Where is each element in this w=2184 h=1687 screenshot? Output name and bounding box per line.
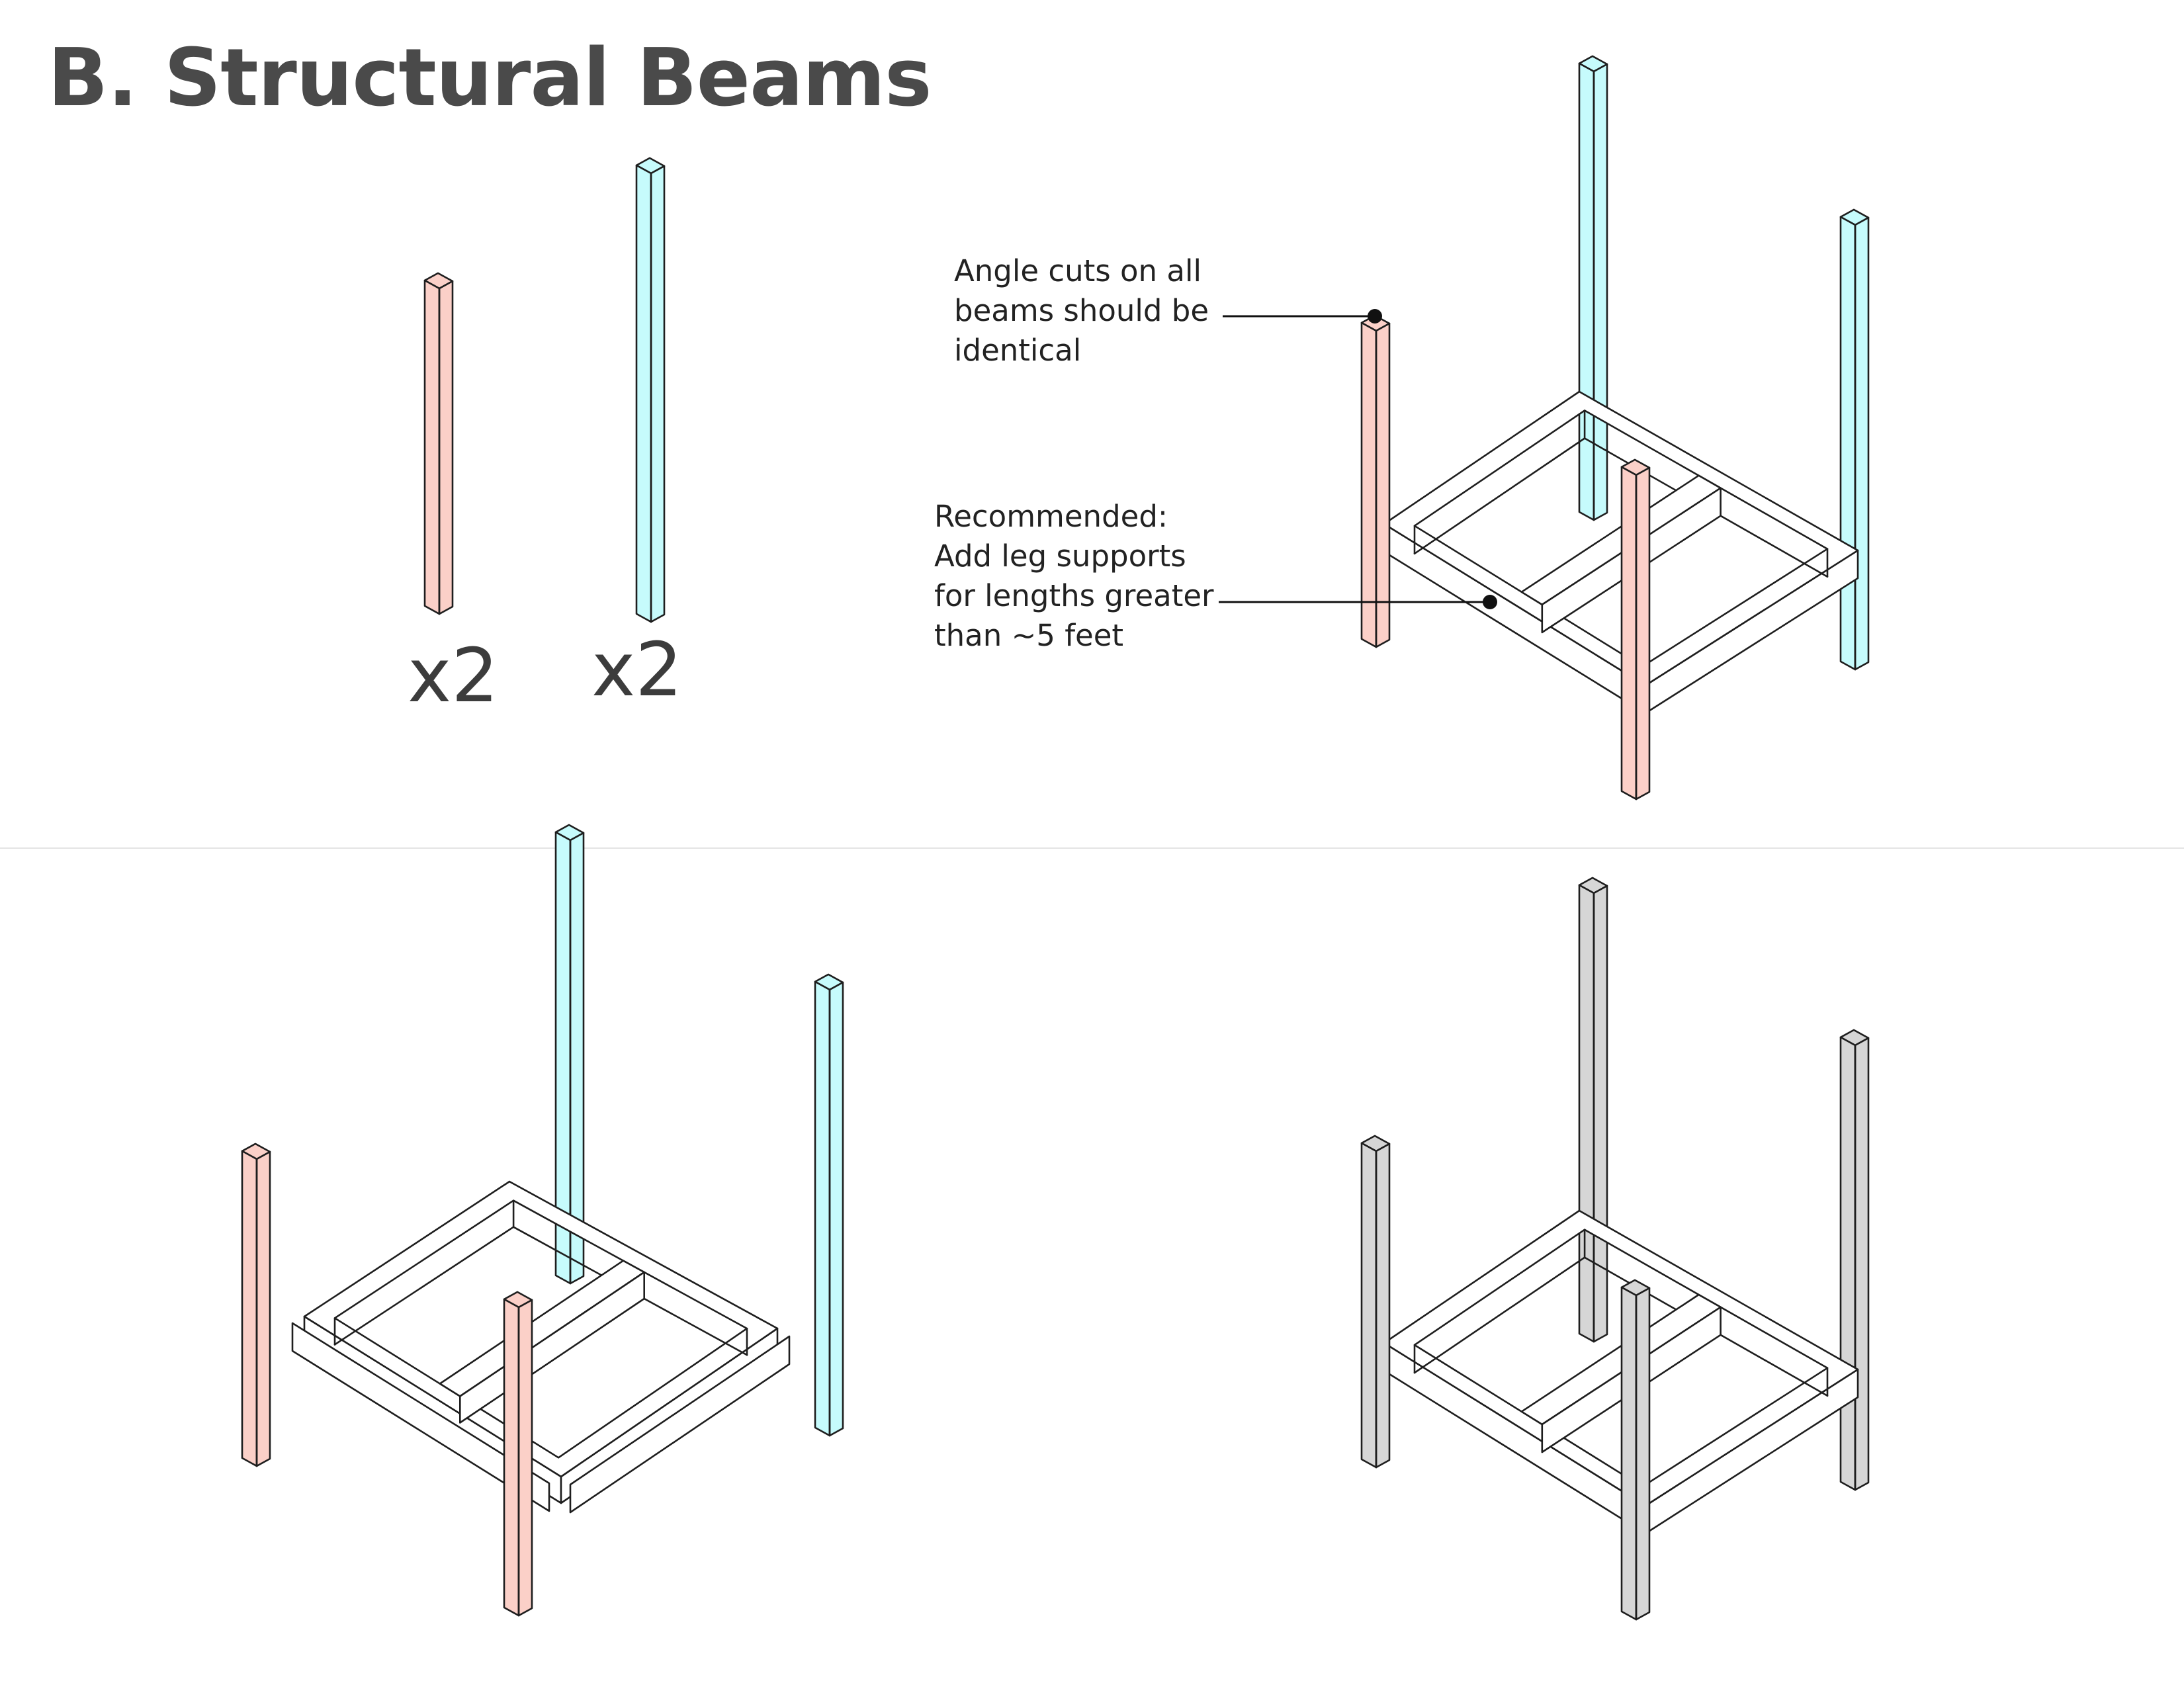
final-beam-back-right: [1839, 1029, 1870, 1491]
final-beam-front: [1620, 1279, 1651, 1621]
short-beam-exploded-left: [241, 1143, 271, 1467]
page-title: B. Structural Beams: [48, 32, 932, 124]
angle-cuts-note-line-1: Angle cuts on all: [954, 253, 1201, 288]
angle-cuts-leader: [1223, 309, 1382, 324]
leg-supports-note-line-1: Recommended:: [934, 499, 1168, 534]
short-beam-quantity: x2: [408, 633, 499, 719]
long-beam-back-left: [1578, 55, 1608, 521]
long-beam-back-right: [1839, 208, 1870, 671]
short-beam-left: [1360, 314, 1391, 648]
angle-cuts-note-line-2: beams should be: [954, 293, 1209, 328]
short-beam: [423, 272, 454, 615]
leg-supports-note-line-2: Add leg supports: [934, 539, 1186, 574]
angle-cuts-note: Angle cuts on all beams should be identi…: [954, 251, 1209, 370]
angle-cuts-note-line-3: identical: [954, 333, 1082, 368]
leg-supports-note-line-3: for lengths greater: [934, 578, 1214, 613]
long-beam: [635, 157, 666, 623]
leg-supports-leader: [1219, 595, 1497, 609]
short-beam-exploded-front: [503, 1291, 533, 1617]
leg-supports-note-line-4: than ~5 feet: [934, 618, 1124, 653]
short-beam-front: [1620, 458, 1651, 800]
final-beam-back-left: [1578, 877, 1608, 1343]
long-beam-exploded-right: [814, 973, 844, 1437]
long-beam-quantity: x2: [591, 627, 683, 713]
support-frame-exploded: [291, 1180, 791, 1514]
final-beam-left: [1360, 1135, 1391, 1469]
long-beam-exploded-back: [554, 824, 585, 1285]
leg-supports-note: Recommended: Add leg supports for length…: [934, 497, 1214, 656]
